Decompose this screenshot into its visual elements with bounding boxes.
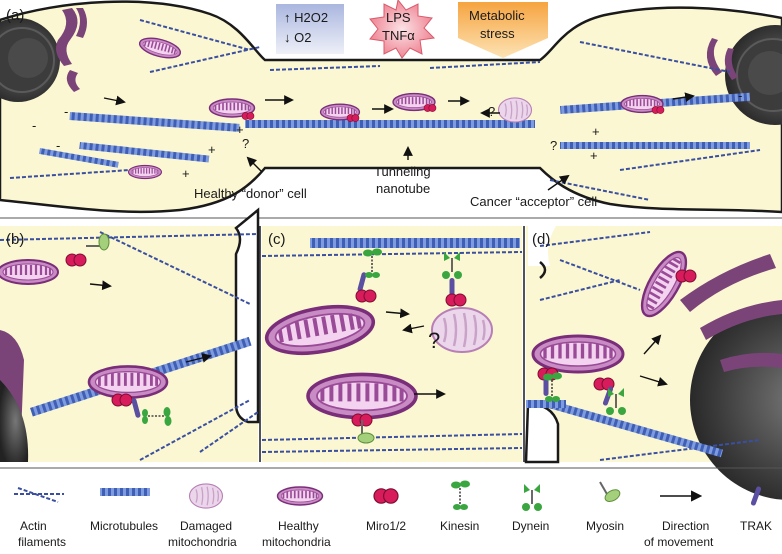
legend-kinesin: Kinesin	[440, 479, 479, 533]
miro-protein	[445, 293, 467, 307]
mitochondrion	[531, 334, 625, 374]
tnf-label: TNFα	[382, 28, 415, 43]
metabolic-label-1: Metabolic	[469, 8, 525, 23]
panel-label-a: (a)	[6, 7, 24, 24]
legend-kinesin-label: Kinesin	[440, 519, 479, 533]
legend-miro-label: Miro1/2	[366, 519, 406, 533]
plus-mark: +	[208, 142, 216, 157]
legend-miro: Miro1/2	[366, 488, 406, 533]
legend-actin-label-2: filaments	[18, 535, 66, 549]
legend-microtubules: Microtubules	[90, 488, 158, 533]
minus-mark: -	[738, 88, 742, 103]
donor-cell-label: Healthy “donor” cell	[194, 186, 307, 201]
question-mark: ?	[242, 136, 249, 151]
h2o2-label: ↑ H2O2	[284, 10, 328, 25]
legend-dynein-label: Dynein	[512, 519, 549, 533]
miro-protein	[111, 393, 133, 407]
legend-direction-label-2: of movement	[644, 535, 714, 549]
legend-damaged: Damaged mitochondria	[168, 483, 237, 549]
nanotube-label-1: Tunneling	[374, 164, 431, 179]
plus-mark: +	[182, 166, 190, 181]
mitochondrion	[127, 164, 163, 180]
plus-mark: +	[236, 122, 244, 137]
microtubules-a	[38, 92, 751, 168]
polarity-marks: - + - + - + + - + ? ? ?	[32, 88, 742, 181]
actin-filaments-a	[9, 19, 761, 201]
damaged-mitochondrion	[497, 97, 533, 123]
stimulus-h2o2: ↑ H2O2 ↓ O2	[276, 4, 344, 54]
panel-d: (d)	[523, 226, 782, 500]
o2-label: ↓ O2	[284, 30, 311, 45]
panel-label-b: (b)	[6, 231, 24, 248]
legend-damaged-label-2: mitochondria	[168, 535, 237, 549]
miro-protein	[355, 289, 377, 303]
legend-healthy-label-2: mitochondria	[262, 535, 331, 549]
legend-direction: Direction of movement	[644, 490, 714, 549]
plus-mark: +	[590, 148, 598, 163]
miro-protein	[241, 112, 255, 120]
minus-mark: -	[64, 104, 68, 119]
legend-direction-label-1: Direction	[662, 519, 709, 533]
miro-protein	[675, 269, 697, 283]
legend-healthy: Healthy mitochondria	[262, 486, 331, 549]
legend-healthy-label-1: Healthy	[278, 519, 319, 533]
movement-arrows-a	[103, 92, 695, 191]
mitochondrion	[0, 258, 60, 286]
minus-mark: -	[32, 118, 36, 133]
minus-mark: -	[56, 138, 60, 153]
acceptor-cell-label: Cancer “acceptor” cell	[470, 194, 597, 209]
metabolic-label-2: stress	[480, 26, 515, 41]
panel-a: ↑ H2O2 ↓ O2 LPS TNFα Metabolic stress (a…	[0, 0, 782, 214]
miro-protein	[65, 253, 87, 267]
stimulus-metabolic: Metabolic stress	[458, 2, 548, 58]
legend-myosin-label: Myosin	[586, 519, 624, 533]
panel-label-c: (c)	[268, 231, 286, 248]
panel-b: (b)	[0, 207, 260, 462]
legend-trak-label: TRAK	[740, 519, 772, 533]
question-mark: ?	[428, 328, 440, 353]
nanotube-label-2: nanotube	[376, 181, 430, 196]
panel-c: ? (c)	[259, 226, 523, 462]
lps-label: LPS	[386, 10, 411, 25]
stimulus-lps: LPS TNFα	[369, 0, 436, 59]
miro-protein	[423, 104, 437, 112]
mitochondrion	[87, 364, 169, 400]
legend-dynein: Dynein	[512, 483, 549, 533]
endoplasmic-reticulum-d	[680, 254, 782, 372]
mitochondrion	[306, 372, 418, 420]
panel-label-d: (d)	[532, 231, 550, 248]
nucleus-left	[0, 18, 60, 102]
plus-mark: +	[592, 124, 600, 139]
legend-actin-label-1: Actin	[20, 519, 47, 533]
miro-protein	[346, 114, 360, 122]
legend-actin: Actin filaments	[14, 487, 66, 549]
legend-trak: TRAK	[740, 485, 772, 533]
miro-protein	[651, 106, 665, 114]
endoplasmic-reticulum-left	[56, 8, 87, 92]
legend-microtubules-label: Microtubules	[90, 519, 158, 533]
question-mark: ?	[488, 104, 495, 119]
legend-myosin: Myosin	[586, 475, 624, 533]
legend: Actin filaments Microtubules Damaged mit…	[14, 475, 772, 549]
legend-damaged-label-1: Damaged	[180, 519, 232, 533]
damaged-mitochondrion	[430, 306, 494, 354]
question-mark: ?	[550, 138, 557, 153]
